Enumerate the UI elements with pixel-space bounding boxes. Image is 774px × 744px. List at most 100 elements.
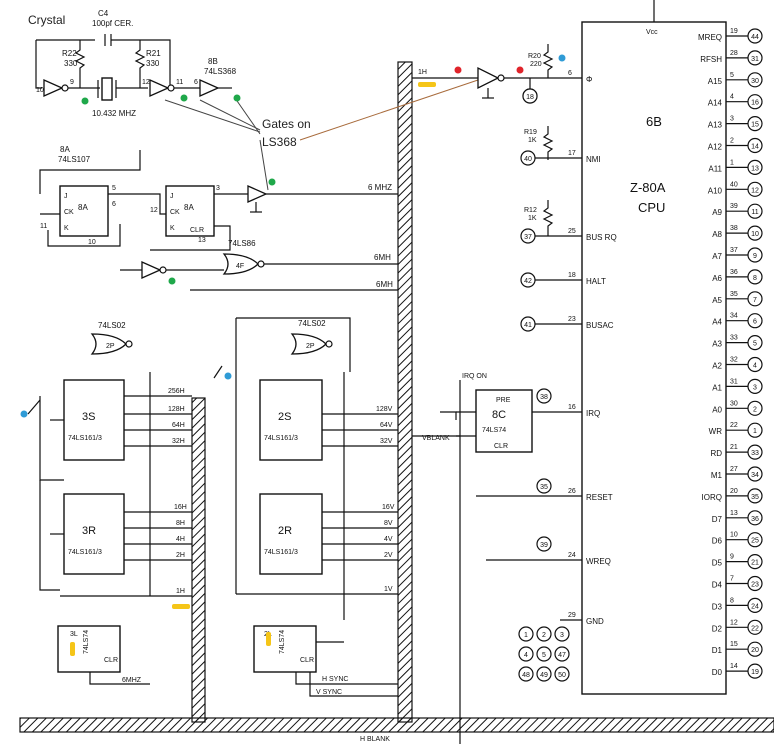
counter-3r <box>63 493 125 575</box>
ground-pin-label: 50 <box>558 672 566 679</box>
connector-pin-label: 6 <box>753 319 757 326</box>
inverter-gate-8b <box>141 260 162 280</box>
connector-pin-label: 12 <box>751 187 759 194</box>
r12-label: R12 <box>524 207 537 214</box>
cpu-right-pins: 19MREQ28RFSH5A154A143A132A121A1140A1039A… <box>698 28 748 677</box>
ground-pin <box>554 646 570 662</box>
nor-type-left: 74LS02 <box>98 321 126 330</box>
cpu-pin-number: 9 <box>730 554 734 561</box>
cpu-pin-number: 19 <box>730 28 738 35</box>
c4-label: C4 <box>98 9 109 18</box>
cpu-pin-name: MREQ <box>698 33 722 42</box>
connector-pin <box>747 400 763 416</box>
nor-gate-2p-left <box>90 333 127 355</box>
marker-green <box>168 277 176 285</box>
svg-text:3: 3 <box>216 185 220 192</box>
bus-bar-bottom <box>19 717 774 733</box>
connector-pin <box>522 88 538 104</box>
cpu-pin-name: A15 <box>708 77 723 86</box>
inverter-gate-2 <box>149 78 170 98</box>
flipflop-8a-group: 8A 74LS107 J CK K 8A J CK K 8A CLR 5 6 1… <box>39 145 398 291</box>
cpu-pin-number: 12 <box>730 619 738 626</box>
marker-red <box>516 66 524 74</box>
connector-pin <box>747 115 763 132</box>
r19-value: 1K <box>528 137 537 144</box>
cpu-name-line1: Z-80A <box>630 180 666 195</box>
highlight-3l-pre <box>70 642 75 656</box>
counter-chain-right: 74LS02 2P 2S 74LS161/3 2R 74LS161/3 128V… <box>213 317 460 743</box>
chip-2r-label: 2R <box>278 525 292 537</box>
r12-value: 1K <box>528 215 537 222</box>
out-128v: 128V <box>376 406 393 413</box>
cpu-pin-number: 40 <box>730 181 738 188</box>
out-8h: 8H <box>176 520 185 527</box>
out-4h: 4H <box>176 536 185 543</box>
out-32h: 32H <box>172 438 185 445</box>
connector-pin <box>536 536 552 552</box>
out-2v: 2V <box>384 552 393 559</box>
cpu-pin-name: D5 <box>712 559 723 568</box>
nor-ref-left: 2P <box>106 343 115 350</box>
irq-on-label: IRQ ON <box>462 373 487 380</box>
svg-text:6: 6 <box>194 79 198 86</box>
ground-pin-label: 48 <box>522 672 530 679</box>
cpu-pin-name: GND <box>586 617 604 626</box>
cpu-pin-name: D7 <box>712 515 723 524</box>
ground-pin <box>518 626 534 642</box>
ff-2l-type: 74LS74 <box>279 630 286 654</box>
callout-line-1 <box>199 99 261 131</box>
connector-pin-label: 7 <box>753 297 757 304</box>
connector-pin-label: 41 <box>524 322 532 329</box>
cpu-pin-name: A0 <box>712 405 722 414</box>
connector-pin <box>520 272 536 288</box>
cpu-ref: 6B <box>646 114 662 129</box>
cpu-pin-name: A2 <box>712 362 722 371</box>
cpu-pin-name: D0 <box>712 668 723 677</box>
inverter-gate-1 <box>43 78 64 98</box>
connector-pin-label: 36 <box>751 516 759 523</box>
svg-text:10: 10 <box>88 239 96 246</box>
cpu-pin-name: A9 <box>712 208 722 217</box>
connector-pin <box>747 137 763 154</box>
svg-text:CK: CK <box>170 209 180 216</box>
ff-8c-ref: 8C <box>492 409 506 421</box>
connector-pin-label: 9 <box>753 253 757 260</box>
cpu-pin-number: 5 <box>730 72 734 79</box>
connector-pin-label: 5 <box>753 341 757 348</box>
connector-pin <box>747 553 763 570</box>
svg-text:CLR: CLR <box>190 227 204 234</box>
marker-green <box>180 94 188 102</box>
cpu-pin-name: WR <box>709 427 723 436</box>
cpu-pin-name: A7 <box>712 252 722 261</box>
cpu-pin-number: 3 <box>730 116 734 123</box>
cpu-pin-name: A10 <box>708 186 723 195</box>
gates-annotation-line1: Gates on <box>262 117 311 131</box>
connector-pin <box>747 269 763 285</box>
cpu-pin-number: 29 <box>568 612 576 619</box>
connector-pin-label: 2 <box>753 406 757 413</box>
ground-pin <box>518 666 534 682</box>
buffer-gate-8b <box>199 78 220 98</box>
cpu-pin-number: 6 <box>568 70 572 77</box>
cpu-pin-name: BUS RQ <box>586 233 617 242</box>
connector-pin <box>747 597 763 614</box>
cpu-pin-number: 35 <box>730 291 738 298</box>
cpu-pin-number: 34 <box>730 313 738 320</box>
connector-pin <box>536 478 552 494</box>
cpu-pin-number: 30 <box>730 400 738 407</box>
ground-pin <box>518 646 534 662</box>
highlight-1h-input <box>418 82 436 87</box>
cpu-body <box>581 21 727 695</box>
svg-text:K: K <box>64 225 69 232</box>
chip-8b-type: 74LS368 <box>204 67 237 76</box>
connector-pin-label: 40 <box>524 156 532 163</box>
marker-red <box>454 66 462 74</box>
svg-text:11: 11 <box>176 79 183 86</box>
cpu-pin-name: IORQ <box>702 493 722 502</box>
counter-type-3s: 74LS161/3 <box>68 435 102 442</box>
cpu-pin-number: 20 <box>730 488 738 495</box>
ff-8c-pre: PRE <box>496 397 511 404</box>
